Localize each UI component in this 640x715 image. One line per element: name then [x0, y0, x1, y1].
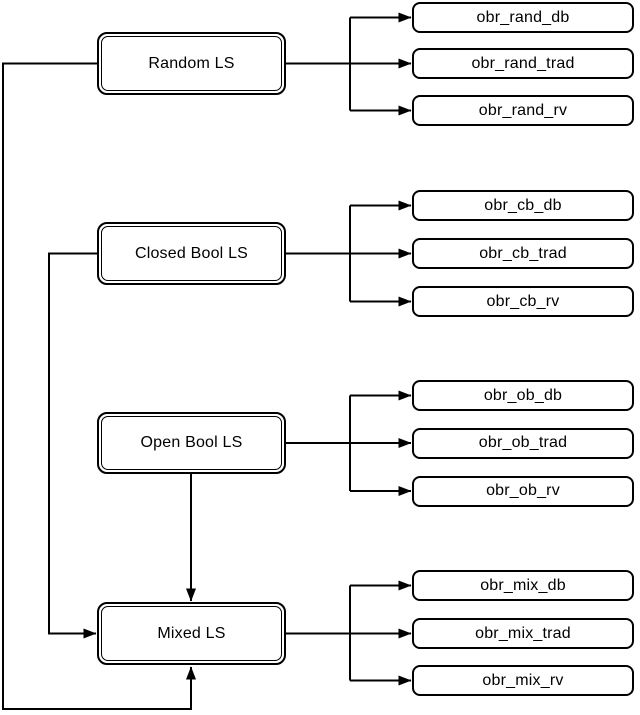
node-open-bool-ls-label: Open Bool LS — [140, 434, 243, 451]
node-obr-rand-trad: obr_rand_trad — [412, 48, 634, 79]
node-obr-cb-trad: obr_cb_trad — [412, 238, 634, 269]
node-obr-ob-db: obr_ob_db — [412, 380, 634, 411]
node-obr-rand-rv: obr_rand_rv — [412, 95, 634, 126]
node-obr-mix-db: obr_mix_db — [412, 570, 634, 601]
node-obr-mix-rv: obr_mix_rv — [412, 665, 634, 696]
node-obr-rand-db: obr_rand_db — [412, 2, 634, 33]
node-random-ls-frame: Random LS — [101, 36, 282, 91]
node-obr-mix-db-label: obr_mix_db — [480, 576, 566, 594]
node-obr-ob-trad-label: obr_ob_trad — [478, 434, 568, 451]
node-obr-rand-trad-label: obr_rand_trad — [471, 54, 575, 72]
node-random-ls: Random LS — [97, 32, 286, 95]
node-obr-cb-rv-label: obr_cb_rv — [486, 292, 560, 310]
node-closed-bool-ls-label: Closed Bool LS — [134, 244, 249, 262]
node-obr-cb-db-label: obr_cb_db — [484, 196, 562, 214]
node-obr-cb-rv: obr_cb_rv — [412, 286, 634, 317]
node-mixed-ls: Mixed LS — [97, 602, 286, 665]
node-obr-ob-db-label: obr_ob_db — [483, 386, 563, 404]
node-obr-mix-trad: obr_mix_trad — [412, 618, 634, 649]
node-closed-bool-ls: Closed Bool LS — [97, 222, 286, 285]
edge-random-to-mixed — [2, 62, 196, 710]
node-obr-rand-rv-label: obr_rand_rv — [478, 101, 568, 119]
node-obr-mix-trad-label: obr_mix_trad — [475, 624, 571, 642]
node-open-bool-ls: Open Bool LS — [97, 412, 286, 474]
node-closed-bool-ls-frame: Closed Bool LS — [101, 226, 282, 281]
node-obr-ob-trad: obr_ob_trad — [412, 427, 634, 459]
node-random-ls-label: Random LS — [148, 54, 235, 72]
node-obr-cb-trad-label: obr_cb_trad — [479, 244, 567, 262]
node-obr-rand-db-label: obr_rand_db — [476, 8, 570, 26]
node-mixed-ls-frame: Mixed LS — [101, 606, 282, 661]
node-mixed-ls-label: Mixed LS — [157, 624, 226, 642]
edge-cb-to-mixed — [48, 252, 97, 639]
node-obr-ob-rv-label: obr_ob_rv — [486, 482, 560, 499]
node-obr-mix-rv-label: obr_mix_rv — [482, 671, 564, 689]
node-open-bool-ls-frame: Open Bool LS — [101, 416, 282, 470]
node-obr-ob-rv: obr_ob_rv — [412, 475, 634, 507]
node-obr-cb-db: obr_cb_db — [412, 190, 634, 221]
